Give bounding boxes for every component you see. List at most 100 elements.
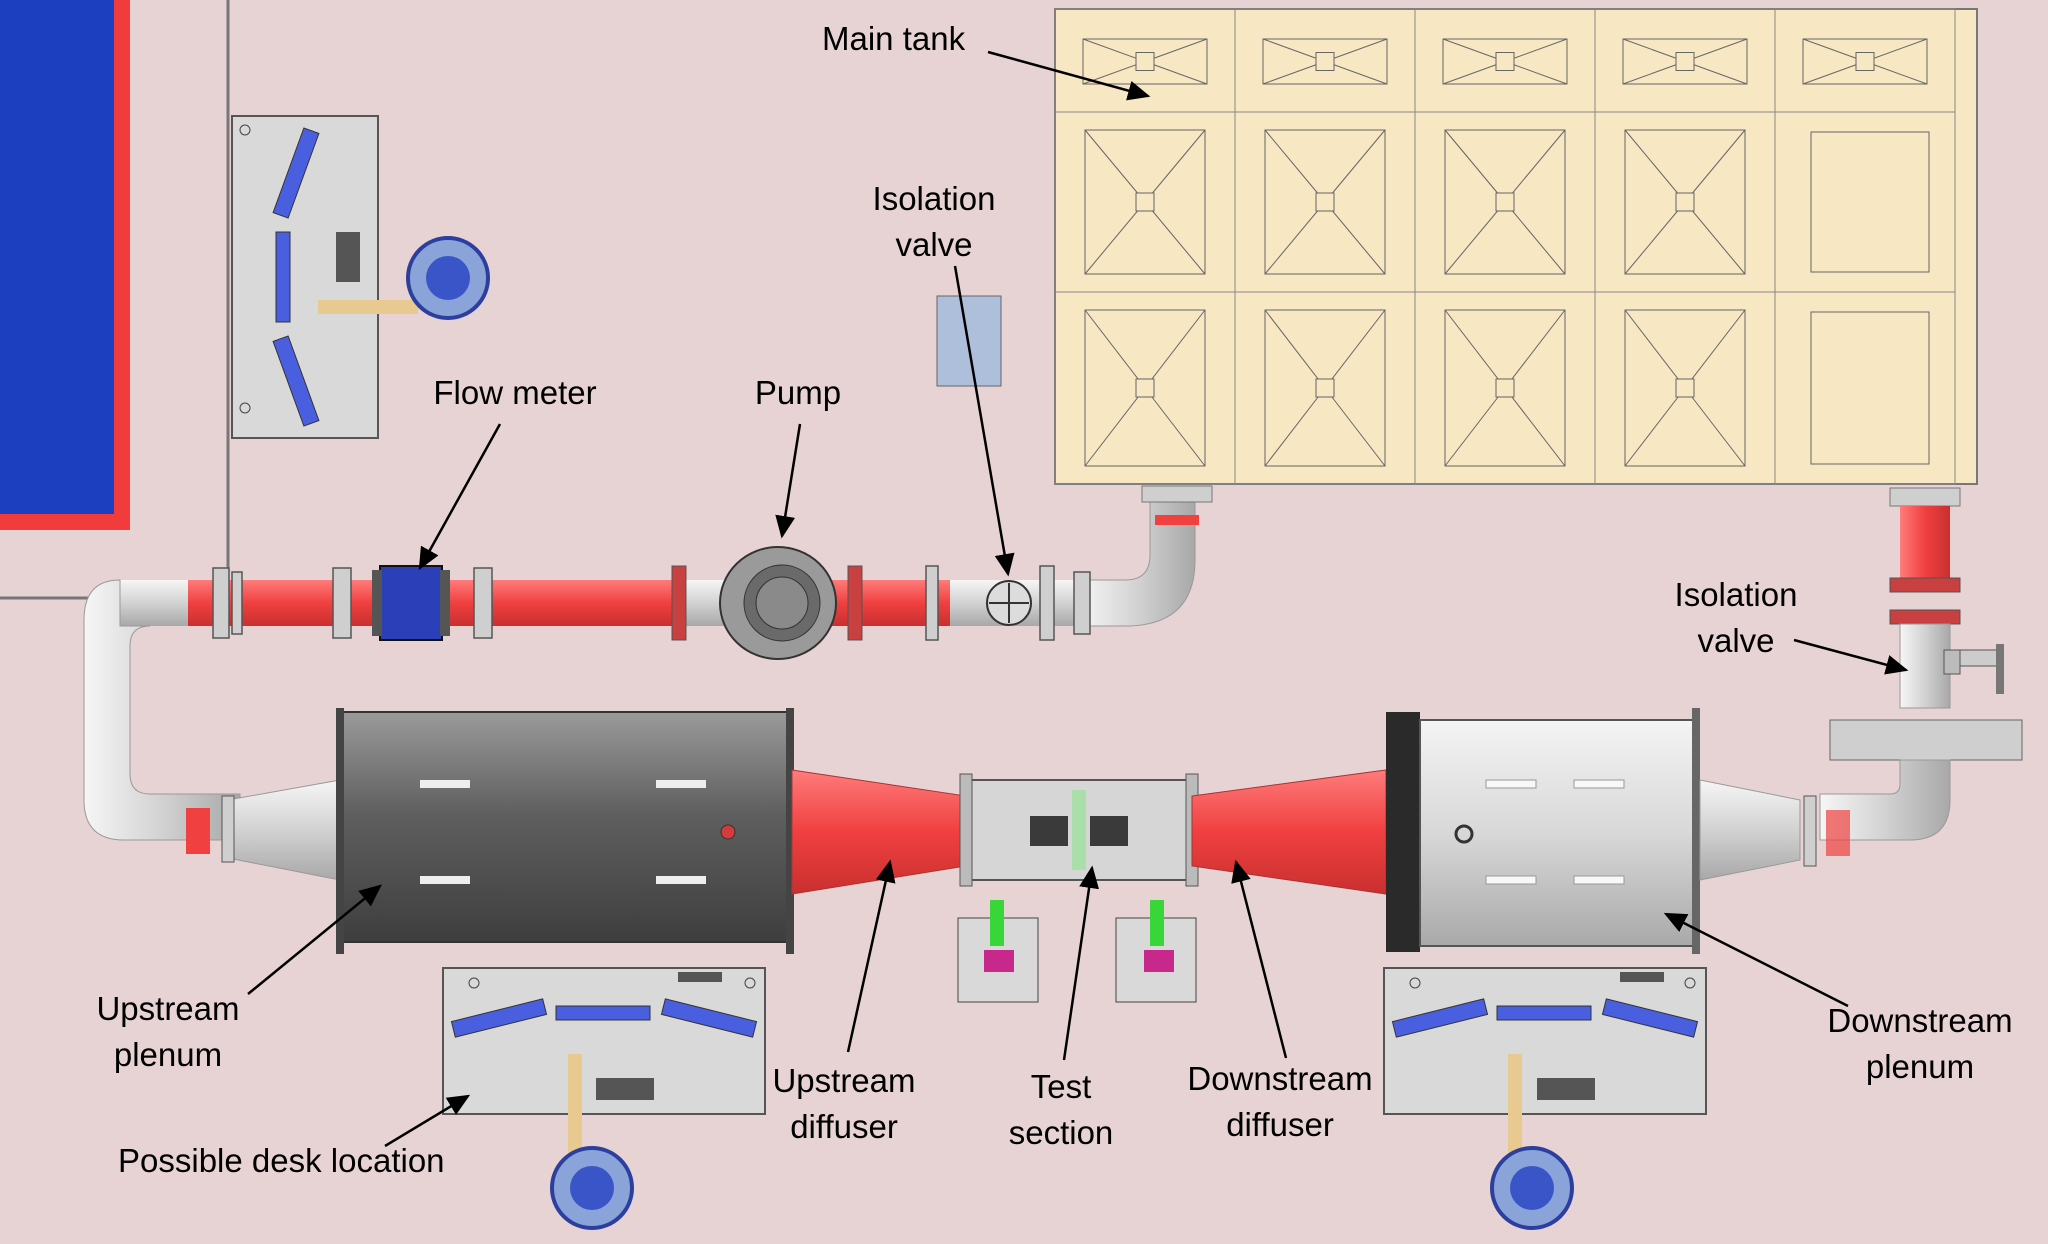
label-upstream-plenum-1: Upstream xyxy=(96,990,239,1027)
tank-panel-brace xyxy=(1624,201,1686,275)
tank-panel xyxy=(1774,291,1956,485)
arrow-upstream-diffuser xyxy=(846,859,896,1053)
tank-panel-boss xyxy=(1495,52,1515,71)
tank-panel-brace xyxy=(1624,129,1686,203)
tank-panel-brace xyxy=(1624,387,1686,467)
tank-panel-brace xyxy=(1264,309,1326,389)
downstream-plenum xyxy=(1386,708,1817,954)
tank-panel-brace xyxy=(1444,129,1506,203)
desk-top-left xyxy=(231,115,379,439)
isolation-valve-top xyxy=(986,580,1032,626)
tank-panel-frame xyxy=(1444,129,1566,275)
flow-meter xyxy=(372,565,450,641)
label-test-section-1: Test xyxy=(1031,1068,1092,1105)
tank-panel-brace xyxy=(1144,129,1206,203)
tank-panel-boss xyxy=(1675,192,1695,212)
tank-panel-brace xyxy=(1144,201,1206,275)
tank-panel-brace xyxy=(1504,201,1566,275)
tank-panel-brace xyxy=(1444,201,1506,275)
pump xyxy=(719,546,837,660)
tank-panel-brace xyxy=(1262,38,1326,62)
tank-panel-brace xyxy=(1144,309,1206,389)
tank-panel-brace xyxy=(1684,61,1748,85)
tank-panel-boss xyxy=(1315,52,1335,71)
label-pump: Pump xyxy=(755,374,841,411)
label-test-section-2: section xyxy=(1009,1114,1114,1151)
arrow-upstream-plenum xyxy=(247,884,382,995)
tank-panel-brace xyxy=(1504,129,1566,203)
operator-chair-bottom-right xyxy=(1490,1054,1574,1230)
tank-panel-brace xyxy=(1264,201,1326,275)
tank-panel-brace xyxy=(1324,129,1386,203)
arrow-pump xyxy=(775,423,802,539)
tank-panel-brace xyxy=(1444,387,1506,467)
tank-panel-frame xyxy=(1624,129,1746,275)
arrow-main-tank xyxy=(987,50,1151,101)
tank-panel-brace xyxy=(1802,38,1866,62)
tank-panel-brace xyxy=(1264,129,1326,203)
tank-panel-boss xyxy=(1315,192,1335,212)
tank-panel-boss xyxy=(1495,192,1515,212)
label-upstream-diffuser-2: diffuser xyxy=(790,1108,898,1145)
arrow-isolation-valve-top xyxy=(953,265,1015,577)
tank-panel-brace xyxy=(1084,129,1146,203)
tank-panel-brace xyxy=(1324,387,1386,467)
tank-panel-brace xyxy=(1324,61,1388,85)
tank-panel-boss xyxy=(1495,378,1515,398)
upstream-diffuser xyxy=(791,769,967,895)
tank-panel-boss xyxy=(1135,192,1155,212)
operator-chair-top xyxy=(318,236,490,320)
tank-panel-brace xyxy=(1442,61,1506,85)
desk-bottom-left xyxy=(442,967,766,1115)
label-main-tank: Main tank xyxy=(822,20,966,57)
tank-panel-brace xyxy=(1324,38,1388,62)
tank-panel-brace xyxy=(1084,309,1146,389)
tank-panel-frame xyxy=(1444,309,1566,467)
tank-panel-frame xyxy=(1442,38,1568,85)
label-downstream-diffuser-2: diffuser xyxy=(1226,1106,1334,1143)
tank-panel-frame xyxy=(1622,38,1748,85)
label-isolation-valve-top-1: Isolation xyxy=(873,180,996,217)
label-isolation-valve-top-2: valve xyxy=(895,226,972,263)
tank-panel-brace xyxy=(1684,387,1746,467)
right-riser-pipe xyxy=(1819,487,2023,856)
tank-panel-brace xyxy=(1504,61,1568,85)
tank-panel-brace xyxy=(1684,38,1748,62)
operator-chair-bottom-left xyxy=(550,1054,634,1230)
label-flow-meter: Flow meter xyxy=(433,374,596,411)
label-downstream-plenum-2: plenum xyxy=(1866,1048,1974,1085)
tank-panel-frame xyxy=(1624,309,1746,467)
tank-panel-brace xyxy=(1144,38,1208,62)
arrow-downstream-plenum xyxy=(1663,912,1849,1008)
tank-hatch xyxy=(1810,311,1930,465)
tank-panel-brace xyxy=(1084,201,1146,275)
test-section xyxy=(959,773,1199,887)
tank-panel-brace xyxy=(1264,387,1326,467)
tank-panel-brace xyxy=(1082,38,1146,62)
isolation-valve-right xyxy=(1943,644,2004,694)
tank-panel-frame xyxy=(1802,38,1928,85)
upstream-plenum xyxy=(221,708,794,954)
tank-panel-brace xyxy=(1444,309,1506,389)
main-pipe-line xyxy=(120,485,1213,641)
tank-panel-brace xyxy=(1504,309,1566,389)
tank-panel-brace xyxy=(1442,38,1506,62)
downstream-diffuser xyxy=(1191,769,1387,895)
tank-panel-brace xyxy=(1624,309,1686,389)
tank-panel-frame xyxy=(1264,129,1386,275)
label-downstream-diffuser-1: Downstream xyxy=(1187,1060,1372,1097)
main-tank xyxy=(1054,8,1978,485)
tank-panel-brace xyxy=(1504,387,1566,467)
tank-panel-boss xyxy=(1675,52,1695,71)
tank-panel-brace xyxy=(1684,201,1746,275)
callout-labels: Main tank Isolation valve Flow meter Pum… xyxy=(96,20,2012,1179)
tank-panel-brace xyxy=(1262,61,1326,85)
tank-panel-frame xyxy=(1084,129,1206,275)
tank-panel-brace xyxy=(1684,129,1746,203)
label-possible-desk-location: Possible desk location xyxy=(118,1142,445,1179)
arrow-flow-meter xyxy=(418,423,502,571)
tank-panel-brace xyxy=(1864,38,1928,62)
label-isolation-valve-right-1: Isolation xyxy=(1675,576,1798,613)
tank-panel-brace xyxy=(1084,387,1146,467)
